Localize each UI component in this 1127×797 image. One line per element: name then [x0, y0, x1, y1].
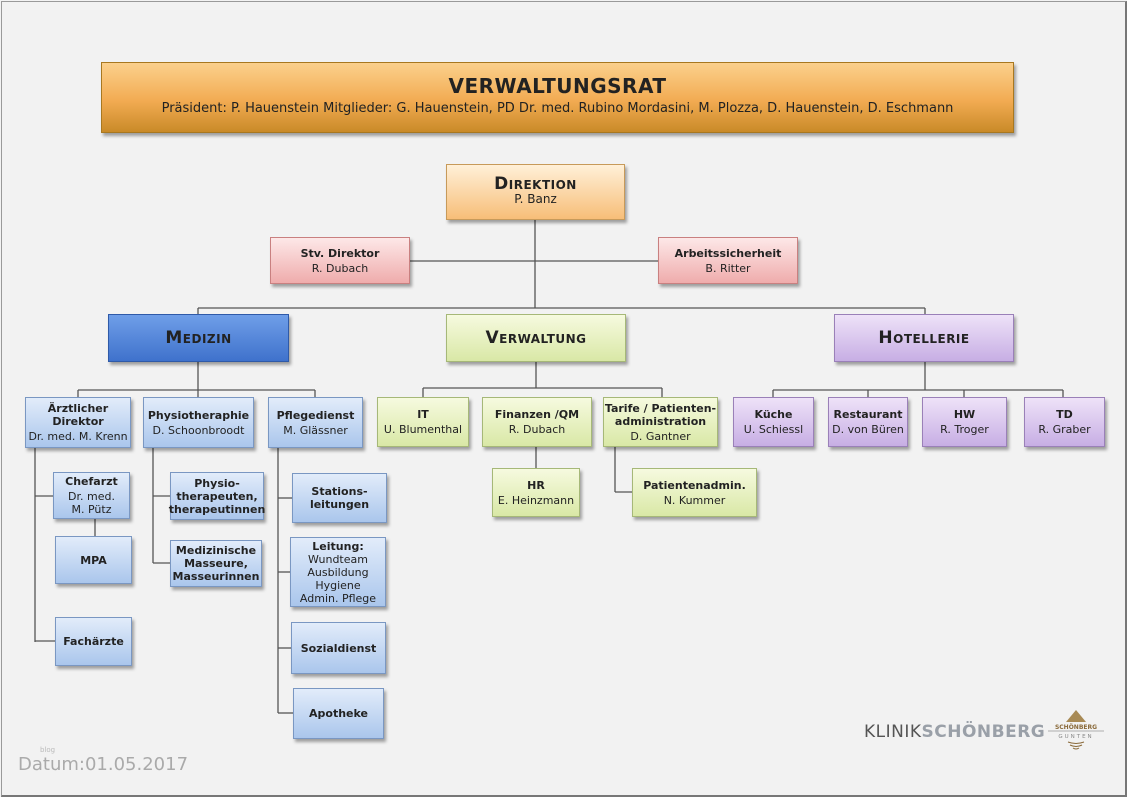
board-box: VERWALTUNGSRAT Präsident: P. Hauenstein …	[101, 62, 1014, 133]
unit-head: B. Ritter	[705, 261, 751, 275]
unit-head: R. Dubach	[508, 423, 566, 436]
org-unit-mpa: MPA	[55, 536, 132, 584]
unit-title: Physiotheraphie	[147, 408, 250, 422]
unit-title: Sozialdienst	[300, 641, 377, 655]
org-unit-stations: Stations- leitungen	[292, 473, 387, 523]
unit-head: Dr. med. M. Krenn	[28, 430, 128, 443]
org-unit-finanzen: Finanzen /QM R. Dubach	[482, 397, 592, 447]
board-title: VERWALTUNGSRAT	[448, 74, 667, 98]
org-unit-hw: HW R. Troger	[922, 397, 1007, 447]
unit-head: R. Troger	[940, 423, 989, 436]
org-unit-apotheke: Apotheke	[293, 688, 384, 739]
org-unit-td: TD R. Graber	[1024, 397, 1105, 447]
unit-head: U. Blumenthal	[383, 423, 463, 436]
logo-text-b: SCHÖNBERG	[921, 722, 1046, 742]
org-unit-masseure: Medizinische Masseure, Masseurinnen	[170, 540, 262, 587]
unit-title: Arbeitssicherheit	[674, 246, 782, 260]
unit-head: U. Schiessl	[743, 423, 804, 436]
unit-head: M. Glässner	[283, 423, 348, 437]
logo-text-a: KLINIK	[864, 722, 922, 742]
org-unit-leitung: Leitung:Wundteam Ausbildung Hygiene Admi…	[290, 537, 386, 607]
unit-head: Dr. med. M. Pütz	[68, 490, 115, 516]
unit-title: Küche	[754, 408, 793, 421]
unit-title: MPA	[80, 553, 107, 567]
unit-title: HW	[953, 408, 976, 421]
svg-text:SCHÖNBERG: SCHÖNBERG	[1055, 724, 1097, 731]
unit-title: Ärztlicher Direktor	[47, 402, 109, 428]
unit-title: Tarife / Patienten- administration	[604, 401, 717, 428]
unit-title: Stations- leitungen	[309, 485, 370, 511]
unit-title: TD	[1056, 408, 1073, 421]
emblem-logo: SCHÖNBERG GUNTEN	[1048, 710, 1104, 750]
unit-title: Medizin	[165, 327, 232, 348]
org-unit-it: IT U. Blumenthal	[377, 397, 469, 447]
svg-text:GUNTEN: GUNTEN	[1058, 734, 1093, 740]
unit-title: Medizinische Masseure, Masseurinnen	[172, 544, 260, 583]
org-unit-hotellerie: Hotellerie	[834, 314, 1014, 362]
unit-head: D. Gantner	[630, 429, 691, 443]
klinik-logo: KLINIKSCHÖNBERG	[864, 722, 1045, 742]
unit-title: Verwaltung	[485, 327, 587, 348]
org-unit-patadmin: Patientenadmin.N. Kummer	[632, 468, 757, 517]
unit-head: P. Banz	[514, 192, 557, 206]
org-unit-kueche: Küche U. Schiessl	[733, 397, 814, 447]
unit-title: Pflegedienst	[276, 408, 355, 422]
watermark: blog	[40, 746, 56, 754]
unit-title: Finanzen /QM	[494, 408, 580, 421]
unit-title: Direktion	[494, 174, 577, 194]
unit-title: Hotellerie	[878, 327, 970, 348]
unit-head: D. Schoonbroodt	[152, 423, 245, 437]
unit-title: Patientenadmin.	[643, 478, 746, 492]
org-unit-restaurant: Restaurant D. von Büren	[828, 397, 908, 447]
unit-title: IT	[417, 408, 429, 421]
unit-head: Wundteam Ausbildung Hygiene Admin. Pfleg…	[299, 552, 377, 605]
org-unit-fachaerzte: Fachärzte	[55, 617, 132, 666]
unit-head: N. Kummer	[663, 493, 726, 507]
unit-title: Fachärzte	[63, 635, 124, 648]
unit-title: HR	[527, 478, 545, 492]
date-label: Datum:01.05.2017	[18, 754, 189, 775]
unit-title: Physio- therapeuten, therapeutinnen	[168, 476, 266, 516]
unit-head: R. Graber	[1038, 423, 1091, 436]
unit-head: D. von Büren	[832, 423, 904, 436]
org-unit-sozial: Sozialdienst	[291, 622, 386, 674]
org-unit-medizin: Medizin	[108, 314, 289, 362]
board-members: Präsident: P. Hauenstein Mitglieder: G. …	[161, 101, 954, 116]
unit-title: Stv. Direktor	[300, 246, 380, 260]
org-unit-physiother: Physio- therapeuten, therapeutinnen	[168, 472, 266, 520]
unit-title: Leitung:	[312, 539, 364, 553]
unit-title: Chefarzt	[65, 475, 118, 488]
unit-head: E. Heinzmann	[497, 493, 575, 507]
org-unit-verwaltung: Verwaltung	[446, 314, 626, 362]
unit-title: Restaurant	[833, 408, 903, 421]
unit-head: R. Dubach	[311, 261, 369, 275]
unit-title: Apotheke	[309, 707, 368, 720]
